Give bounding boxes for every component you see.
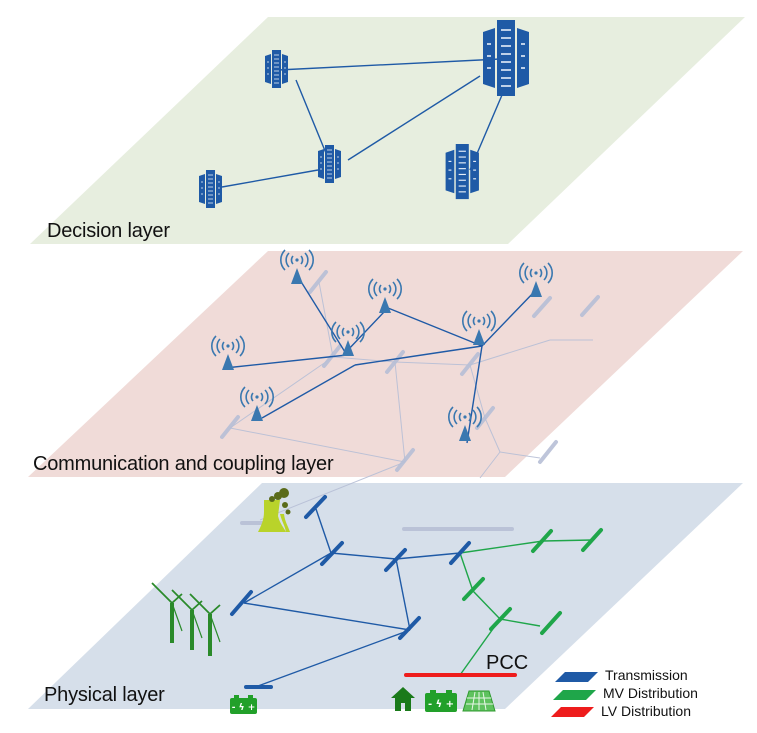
legend-item-lv: LV Distribution [599, 703, 698, 719]
house-icon [391, 687, 415, 711]
legend-swatch-transmission [555, 672, 598, 682]
mv-buses [462, 528, 603, 635]
decision-link [347, 75, 481, 161]
server-icon[interactable] [198, 169, 223, 209]
physical-layer-label: Physical layer [44, 684, 165, 706]
communication-layer-label: Communication and coupling layer [33, 453, 334, 475]
decision-layer-label: Decision layer [47, 220, 170, 242]
legend-item-transmission: Transmission [603, 667, 698, 683]
legend-label: Transmission [605, 667, 688, 683]
bus[interactable] [449, 541, 471, 565]
legend-label: MV Distribution [603, 685, 698, 701]
solar-panel-icon [462, 690, 496, 712]
transmission-lines [243, 508, 461, 687]
communication-link [224, 354, 348, 369]
battery-icon: - ϟ + [230, 695, 257, 714]
bus[interactable] [384, 548, 407, 572]
bus[interactable] [304, 495, 327, 519]
battery-icon: - ϟ + [425, 690, 457, 712]
communication-links [224, 279, 537, 444]
bus[interactable] [581, 528, 603, 552]
legend-swatches [551, 672, 598, 717]
communication-link [481, 289, 537, 347]
server-icon[interactable] [482, 19, 530, 97]
decision-link [221, 169, 319, 188]
decision-link [277, 58, 501, 71]
communication-link [387, 307, 483, 347]
transmission-buses [230, 495, 471, 689]
bus[interactable] [398, 616, 421, 640]
legend: Transmission MV Distribution LV Distribu… [553, 667, 698, 719]
bus[interactable] [320, 541, 344, 566]
communication-link [299, 279, 346, 353]
svg-text:- ϟ +: - ϟ + [428, 699, 454, 710]
communication-layer-plane [28, 251, 743, 477]
power-plant-icon [258, 488, 291, 532]
bus[interactable] [462, 577, 485, 601]
legend-swatch-mv [553, 690, 596, 700]
legend-label: LV Distribution [601, 703, 692, 719]
communication-link [354, 345, 483, 366]
bus[interactable] [540, 611, 562, 635]
legend-swatch-lv [551, 707, 594, 717]
decision-links [221, 58, 506, 188]
server-icon[interactable] [264, 49, 289, 89]
bus[interactable] [230, 590, 253, 616]
communication-link [466, 345, 483, 444]
ghost-grid [229, 281, 593, 521]
server-icon[interactable] [445, 143, 480, 200]
bus[interactable] [531, 529, 553, 553]
bus[interactable] [489, 607, 512, 631]
svg-text:- ϟ +: - ϟ + [232, 703, 255, 713]
legend-item-mv: MV Distribution [601, 685, 698, 701]
server-icon[interactable] [317, 144, 342, 184]
decision-link [295, 79, 331, 164]
pcc-label: PCC [486, 652, 529, 674]
decision-layer-plane [30, 17, 745, 244]
communication-link [261, 364, 356, 419]
physical-layer-plane [28, 483, 743, 709]
wind-farm-icon [151, 582, 221, 656]
